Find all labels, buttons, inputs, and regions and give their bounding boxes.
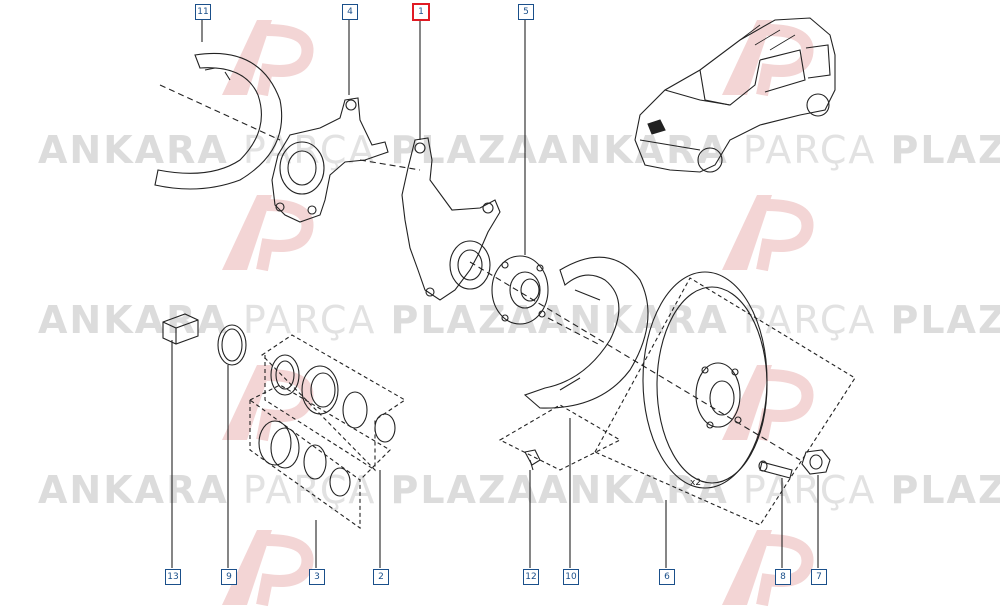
part-13-block xyxy=(162,313,199,345)
watermark-logo xyxy=(222,530,314,607)
part-5-hub xyxy=(491,255,549,325)
part-3-ring xyxy=(303,444,327,480)
quantity-label: x2 xyxy=(690,478,702,488)
part-12-bolt xyxy=(524,449,541,466)
callout-11[interactable]: 11 xyxy=(195,4,211,20)
watermark-logo xyxy=(722,195,814,272)
axis-line xyxy=(547,317,601,346)
callout-2[interactable]: 2 xyxy=(373,569,389,585)
callout-13[interactable]: 13 xyxy=(165,569,181,585)
callout-12[interactable]: 12 xyxy=(523,569,539,585)
axis-line xyxy=(359,159,421,171)
part-2-bearing xyxy=(301,365,339,415)
part-6-box xyxy=(594,277,856,526)
part-3-bearing xyxy=(258,420,292,466)
watermark-text: ANKARA PARÇA PLAZA xyxy=(38,468,539,512)
watermark-text: ANKARA PARÇA PLAZA xyxy=(538,128,1000,172)
watermark-text: ANKARA PARÇA PLAZA xyxy=(38,298,539,342)
callout-9[interactable]: 9 xyxy=(221,569,237,585)
watermark-logo xyxy=(722,365,814,442)
watermark-logo xyxy=(722,20,814,97)
callout-8[interactable]: 8 xyxy=(775,569,791,585)
callout-3[interactable]: 3 xyxy=(309,569,325,585)
part-1-knuckle xyxy=(401,137,501,301)
part-9-ring xyxy=(217,324,247,366)
callout-4[interactable]: 4 xyxy=(342,4,358,20)
part-10-shield xyxy=(523,256,649,409)
part-3-nut xyxy=(329,467,351,497)
callout-7[interactable]: 7 xyxy=(811,569,827,585)
part-11-shield xyxy=(154,52,283,190)
part-4-knuckle xyxy=(271,97,389,223)
part-8-bolt xyxy=(759,461,793,479)
part-7-nut xyxy=(801,449,831,475)
part-2-ring xyxy=(342,391,368,429)
watermark-logo xyxy=(222,20,314,97)
watermark-logo xyxy=(222,195,314,272)
part-2-nut xyxy=(374,413,396,443)
axis-line xyxy=(159,84,281,141)
vehicle-illustration xyxy=(634,17,836,173)
part-6-disc xyxy=(642,271,768,489)
callout-10[interactable]: 10 xyxy=(563,569,579,585)
watermark-text: ANKARA PARÇA PLAZA xyxy=(538,298,1000,342)
part-2-seal xyxy=(270,354,300,396)
callout-1-highlighted[interactable]: 1 xyxy=(412,3,430,21)
watermark-text: ANKARA PARÇA PLAZA xyxy=(38,128,539,172)
callout-5[interactable]: 5 xyxy=(518,4,534,20)
callout-6[interactable]: 6 xyxy=(659,569,675,585)
